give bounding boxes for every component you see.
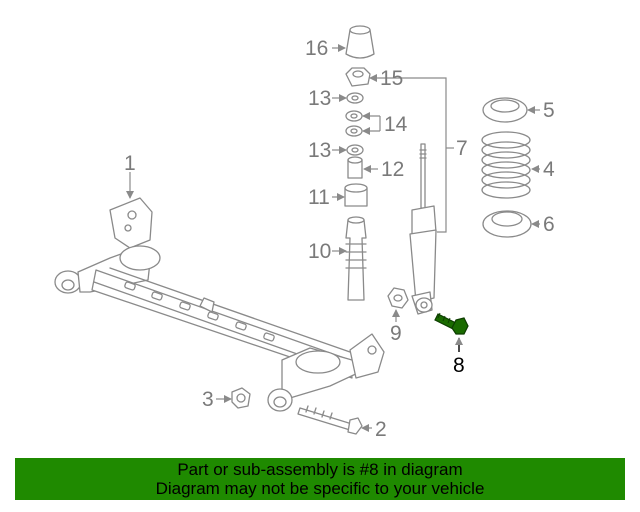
bolt-part-2	[297, 405, 363, 435]
bushing-part-9	[387, 287, 409, 309]
callout-13-upper: 13	[308, 87, 331, 110]
banner-line-part: Part or sub-assembly is #8 in diagram	[177, 460, 463, 479]
bushing-part-11	[344, 183, 368, 207]
washer-part-13-upper	[346, 92, 364, 104]
callout-9: 9	[390, 322, 402, 345]
callout-15: 15	[380, 67, 403, 90]
callout-4: 4	[543, 158, 555, 181]
part-info-banner: Part or sub-assembly is #8 in diagram Di…	[15, 458, 625, 500]
coil-spring-part-4	[481, 131, 531, 199]
callout-2: 2	[375, 418, 387, 441]
banner-line-disclaimer: Diagram may not be specific to your vehi…	[155, 479, 485, 498]
callout-11: 11	[308, 186, 330, 209]
leader-lines	[126, 44, 540, 432]
upper-spring-seat-part-5	[482, 97, 528, 123]
lower-spring-seat-part-6	[482, 210, 532, 238]
callout-labels: 1 2 3 4 5 6 7 8 9 10 11 12 13 13 14 15 1…	[124, 37, 555, 441]
callout-7: 7	[456, 137, 468, 160]
bolt-part-8-highlighted	[434, 312, 469, 335]
callout-16: 16	[305, 37, 328, 60]
shock-absorber-part-7	[409, 143, 437, 315]
callout-6: 6	[543, 213, 555, 236]
spacer-part-12	[347, 156, 363, 179]
bushing-part-14	[345, 110, 363, 137]
callout-13-lower: 13	[308, 139, 331, 162]
washer-part-13-lower	[346, 144, 364, 156]
nut-part-3	[231, 387, 251, 409]
callout-14: 14	[384, 113, 408, 136]
parts-diagram: 1 2 3 4 5 6 7 8 9 10 11 12 13 13 14 15 1…	[54, 25, 555, 441]
callout-8: 8	[453, 354, 465, 377]
bump-stop-cap-part-16	[345, 25, 375, 59]
nut-part-15	[345, 67, 371, 87]
callout-3: 3	[202, 388, 214, 411]
callout-5: 5	[543, 99, 555, 122]
callout-12: 12	[381, 158, 404, 181]
callout-1: 1	[124, 152, 136, 175]
rear-axle-beam	[54, 197, 385, 412]
callout-10: 10	[308, 240, 331, 263]
dust-boot-part-10	[345, 216, 367, 301]
